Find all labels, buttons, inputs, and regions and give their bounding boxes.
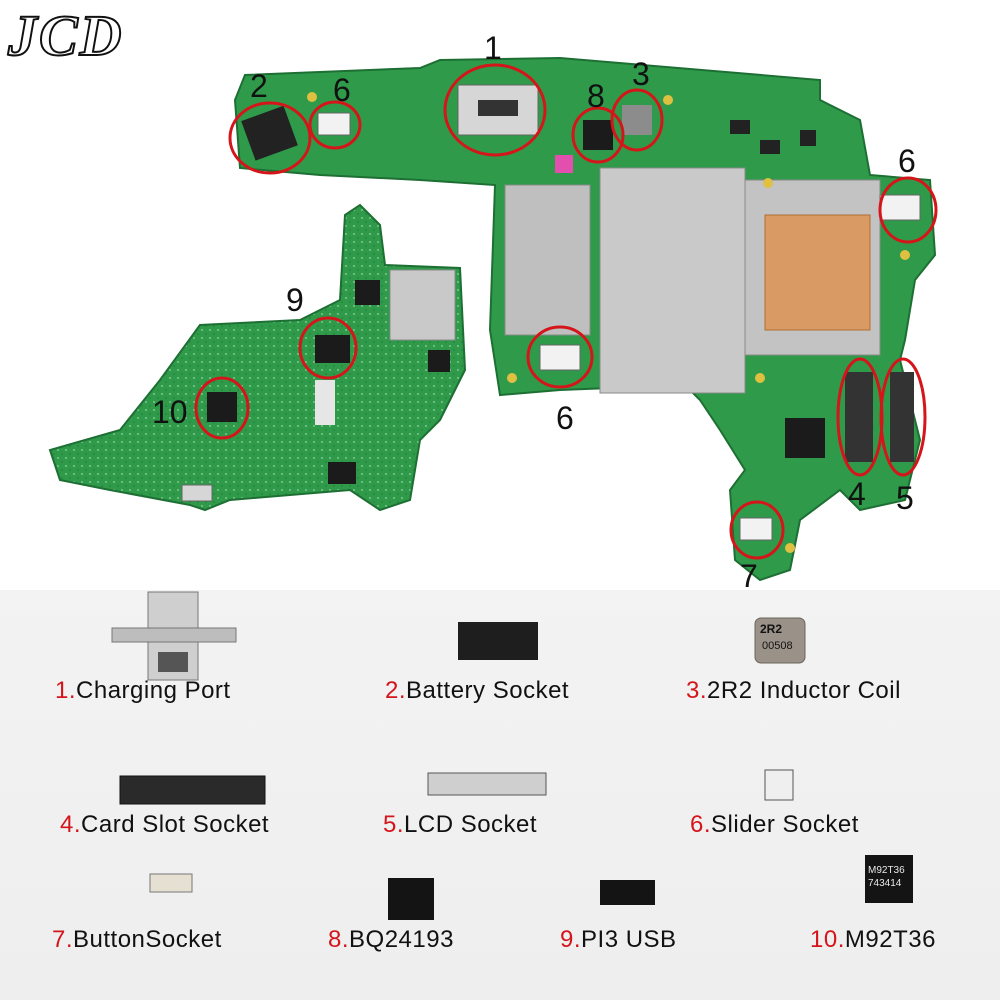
callout-circle-6b [878,176,938,244]
part-pi3usb-image [600,880,655,905]
shield-large [599,167,746,394]
secondary-shield [389,269,456,341]
m92-marking-1: M92T36 [868,865,905,876]
callout-number-5: 5 [896,480,914,516]
callout-number-6b: 6 [898,143,916,179]
callout-circle-10 [194,376,250,440]
caption-m92t36: 10.M92T36 [810,926,936,953]
callout-circle-3 [610,88,664,152]
caption-charging-port: 1.Charging Port [55,677,231,704]
part-battery-socket-image [458,622,538,660]
part-card-slot-image [119,775,266,805]
caption-bq24193: 8.BQ24193 [328,926,454,953]
callout-circle-6c [526,325,594,389]
callout-circle-7 [729,500,785,560]
part-button-socket-image [149,873,193,893]
callout-number-6a: 6 [333,72,351,108]
m92-marking-2: 743414 [868,878,902,889]
inductor-code: 00508 [762,640,793,652]
secondary-board [48,203,467,512]
caption-button-socket: 7.ButtonSocket [52,926,222,953]
callout-circle-8 [571,106,625,164]
caption-card-slot-socket: 4.Card Slot Socket [60,811,270,838]
brand-logo: JCD [7,2,124,69]
caption-lcd-socket: 5.LCD Socket [383,811,538,838]
part-charging-port-image [111,591,237,681]
callout-circle-9 [298,316,358,380]
inductor-marking: 2R2 [760,622,783,636]
caption-battery-socket: 2.Battery Socket [385,677,570,704]
part-bq24193-image [388,878,434,920]
callout-number-1: 1 [484,30,502,66]
callout-number-2: 2 [250,68,268,104]
callout-number-4: 4 [848,476,866,512]
shield-small [504,184,591,336]
part-m92t36-image [865,855,913,903]
callout-number-10: 10 [152,394,188,430]
part-slider-socket-image [764,769,794,801]
callout-circle-6a [308,100,362,150]
part-lcd-socket-image [427,772,547,796]
callout-circle-2 [228,101,312,175]
callout-circle-5 [879,357,927,477]
callout-number-6c: 6 [556,400,574,436]
part-inductor-image [754,617,806,664]
caption-slider-socket: 6.Slider Socket [690,811,859,838]
callout-number-8: 8 [587,78,605,114]
battery-socket-part [241,105,298,161]
callout-number-7: 7 [740,558,758,594]
callout-circle-1 [443,63,547,157]
callout-number-3: 3 [632,56,650,92]
thermal-pad [764,214,871,331]
callout-number-9: 9 [286,282,304,318]
caption-pi3-usb: 9.PI3 USB [560,926,677,953]
caption-inductor-coil: 3.2R2 Inductor Coil [686,677,901,704]
